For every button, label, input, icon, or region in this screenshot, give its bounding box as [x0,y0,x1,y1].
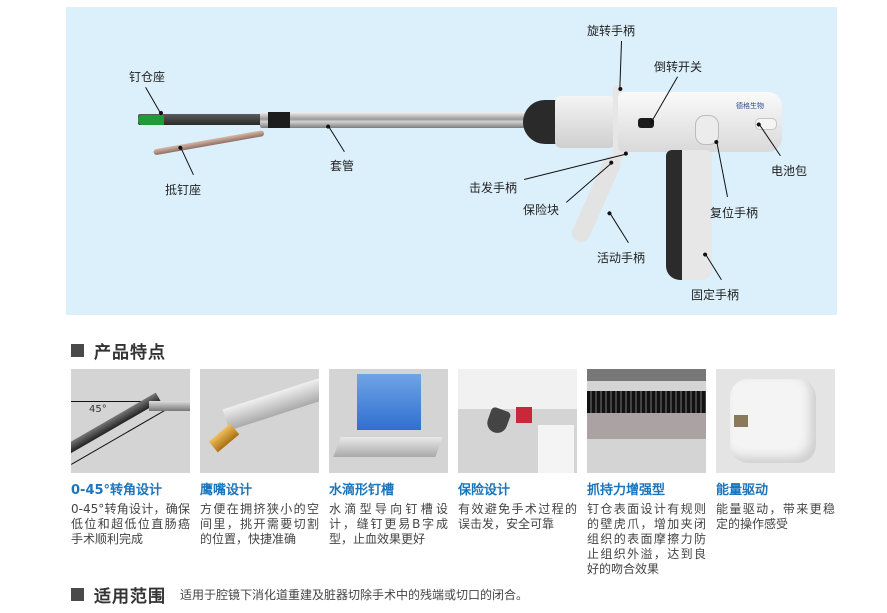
feature-title: 保险设计 [458,483,511,498]
rotation-grip [555,96,615,148]
feature-card: 能量驱动 能量驱动，带来更稳定的操作感受 [716,369,835,577]
label-staple-cartridge: 钉仓座 [129,70,166,84]
feature-image-teardrop-groove [329,369,448,473]
feature-grid: 45° 0-45°转角设计 0-45°转角设计，确保低位和超低位直肠癌手术顺利完… [71,369,835,577]
bullet-square-icon [71,588,84,601]
shaft-band [268,112,290,128]
fixed-grip [666,150,712,280]
reverse-switch [638,118,654,128]
feature-image-safety [458,369,577,473]
feature-image-eagle-beak [200,369,319,473]
label-reverse-switch: 倒转开关 [654,60,703,74]
scope-header: 适用范围 适用于腔镜下消化道重建及脏器切除手术中的残端或切口的闭合。 [71,582,528,607]
staple-cartridge-jaw [138,114,260,125]
movable-grip [569,153,624,245]
scope-title: 适用范围 [94,587,166,607]
leader-line [145,87,161,114]
feature-card: 45° 0-45°转角设计 0-45°转角设计，确保低位和超低位直肠癌手术顺利完… [71,369,190,577]
feature-desc: 钉仓表面设计有规则的壁虎爪，增加夹闭组织的表面摩擦力防止组织外溢，达到良好的吻合… [587,502,706,576]
product-diagram: 德格生物 钉仓座 抵钉座 套管 旋转手柄 倒转开关 电池包 击发手柄 保险块 复… [66,7,837,315]
feature-title: 抓持力增强型 [587,483,666,498]
feature-title: 水滴形钉槽 [329,483,395,498]
feature-desc: 能量驱动，带来更稳定的操作感受 [716,502,835,531]
leader-line [619,40,622,89]
features-header: 产品特点 [71,338,166,363]
features-title: 产品特点 [94,343,166,363]
label-battery-pack: 电池包 [771,164,808,178]
feature-desc: 方便在拥挤狭小的空间里，挑开需要切割的位置，快捷准确 [200,502,319,546]
leader-line [328,126,345,152]
green-tip [138,115,164,125]
label-firing-handle: 击发手柄 [469,181,518,195]
feature-desc: 水滴型导向钉槽设计，缝钉更易B字成型，止血效果更好 [329,502,448,546]
feature-card: 鹰嘴设计 方便在拥挤狭小的空间里，挑开需要切割的位置，快捷准确 [200,369,319,577]
feature-desc: 有效避免手术过程的误击发，安全可靠 [458,502,577,531]
scope-text: 适用于腔镜下消化道重建及脏器切除手术中的残端或切口的闭合。 [180,588,529,602]
feature-title: 0-45°转角设计 [71,483,163,498]
bullet-square-icon [71,344,84,357]
feature-card: 水滴形钉槽 水滴型导向钉槽设计，缝钉更易B字成型，止血效果更好 [329,369,448,577]
label-rotation-knob: 旋转手柄 [587,24,636,38]
shaft-sleeve [260,112,525,128]
feature-image-grip [587,369,706,473]
label-reset-handle: 复位手柄 [710,206,759,220]
label-safety-block: 保险块 [523,203,560,217]
feature-title: 能量驱动 [716,483,769,498]
leader-line [609,212,629,243]
feature-image-articulation: 45° [71,369,190,473]
label-sleeve: 套管 [330,159,355,173]
feature-card: 抓持力增强型 钉仓表面设计有规则的壁虎爪，增加夹闭组织的表面摩擦力防止组织外溢，… [587,369,706,577]
feature-image-battery [716,369,835,473]
label-movable-handle: 活动手柄 [597,251,646,265]
feature-title: 鹰嘴设计 [200,483,253,498]
brand-logo: 德格生物 [736,102,764,110]
label-fixed-handle: 固定手柄 [691,288,740,302]
label-anvil: 抵钉座 [165,183,202,197]
feature-card: 保险设计 有效避免手术过程的误击发，安全可靠 [458,369,577,577]
anvil-jaw [153,130,265,156]
leader-line [180,147,194,175]
feature-desc: 0-45°转角设计，确保低位和超低位直肠癌手术顺利完成 [71,502,190,546]
angle-label: 45° [89,404,107,415]
